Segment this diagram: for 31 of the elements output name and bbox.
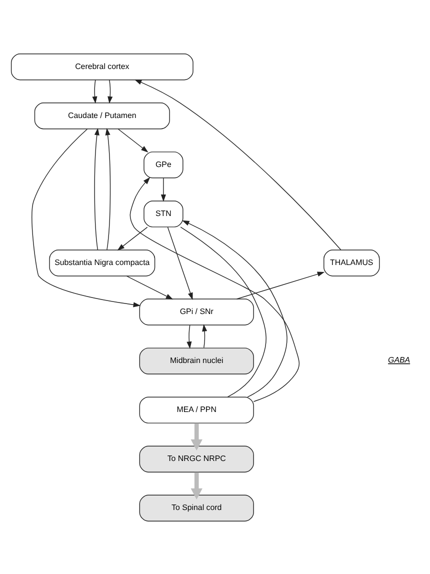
node-box: Cerebral cortex: [10, 53, 194, 80]
node-box: Midbrain nuclei: [139, 347, 254, 374]
arrow: [134, 78, 342, 250]
node-box: STN: [144, 200, 184, 227]
arrow: [202, 324, 208, 348]
node-box: GPe: [144, 151, 184, 178]
node-box: Substantia Nigra compacta: [49, 249, 156, 276]
node-box: Caudate / Putamen: [34, 102, 170, 129]
arrow: [32, 128, 141, 307]
arrow: [92, 79, 98, 104]
arrow: [186, 324, 192, 348]
arrow: [167, 226, 193, 300]
arrow: [94, 127, 100, 250]
node-box: To Spinal cord: [139, 494, 254, 521]
arrow: [160, 177, 166, 202]
connector: [180, 226, 266, 397]
arrow: [190, 422, 202, 450]
node-box: To NRGC NRPC: [139, 445, 254, 472]
node-box: GPi / SNr: [139, 298, 254, 325]
arrow: [190, 472, 202, 499]
arrow: [117, 226, 148, 250]
arrow: [130, 176, 300, 402]
arrow: [236, 271, 325, 299]
node-box: THALAMUS: [324, 249, 380, 276]
arrow: [126, 275, 174, 299]
node-box: MEA / PPN: [139, 396, 254, 423]
label: GABA: [388, 354, 410, 364]
arrow: [182, 220, 288, 397]
arrow: [105, 127, 111, 250]
arrow: [118, 128, 148, 152]
arrow: [108, 79, 113, 104]
